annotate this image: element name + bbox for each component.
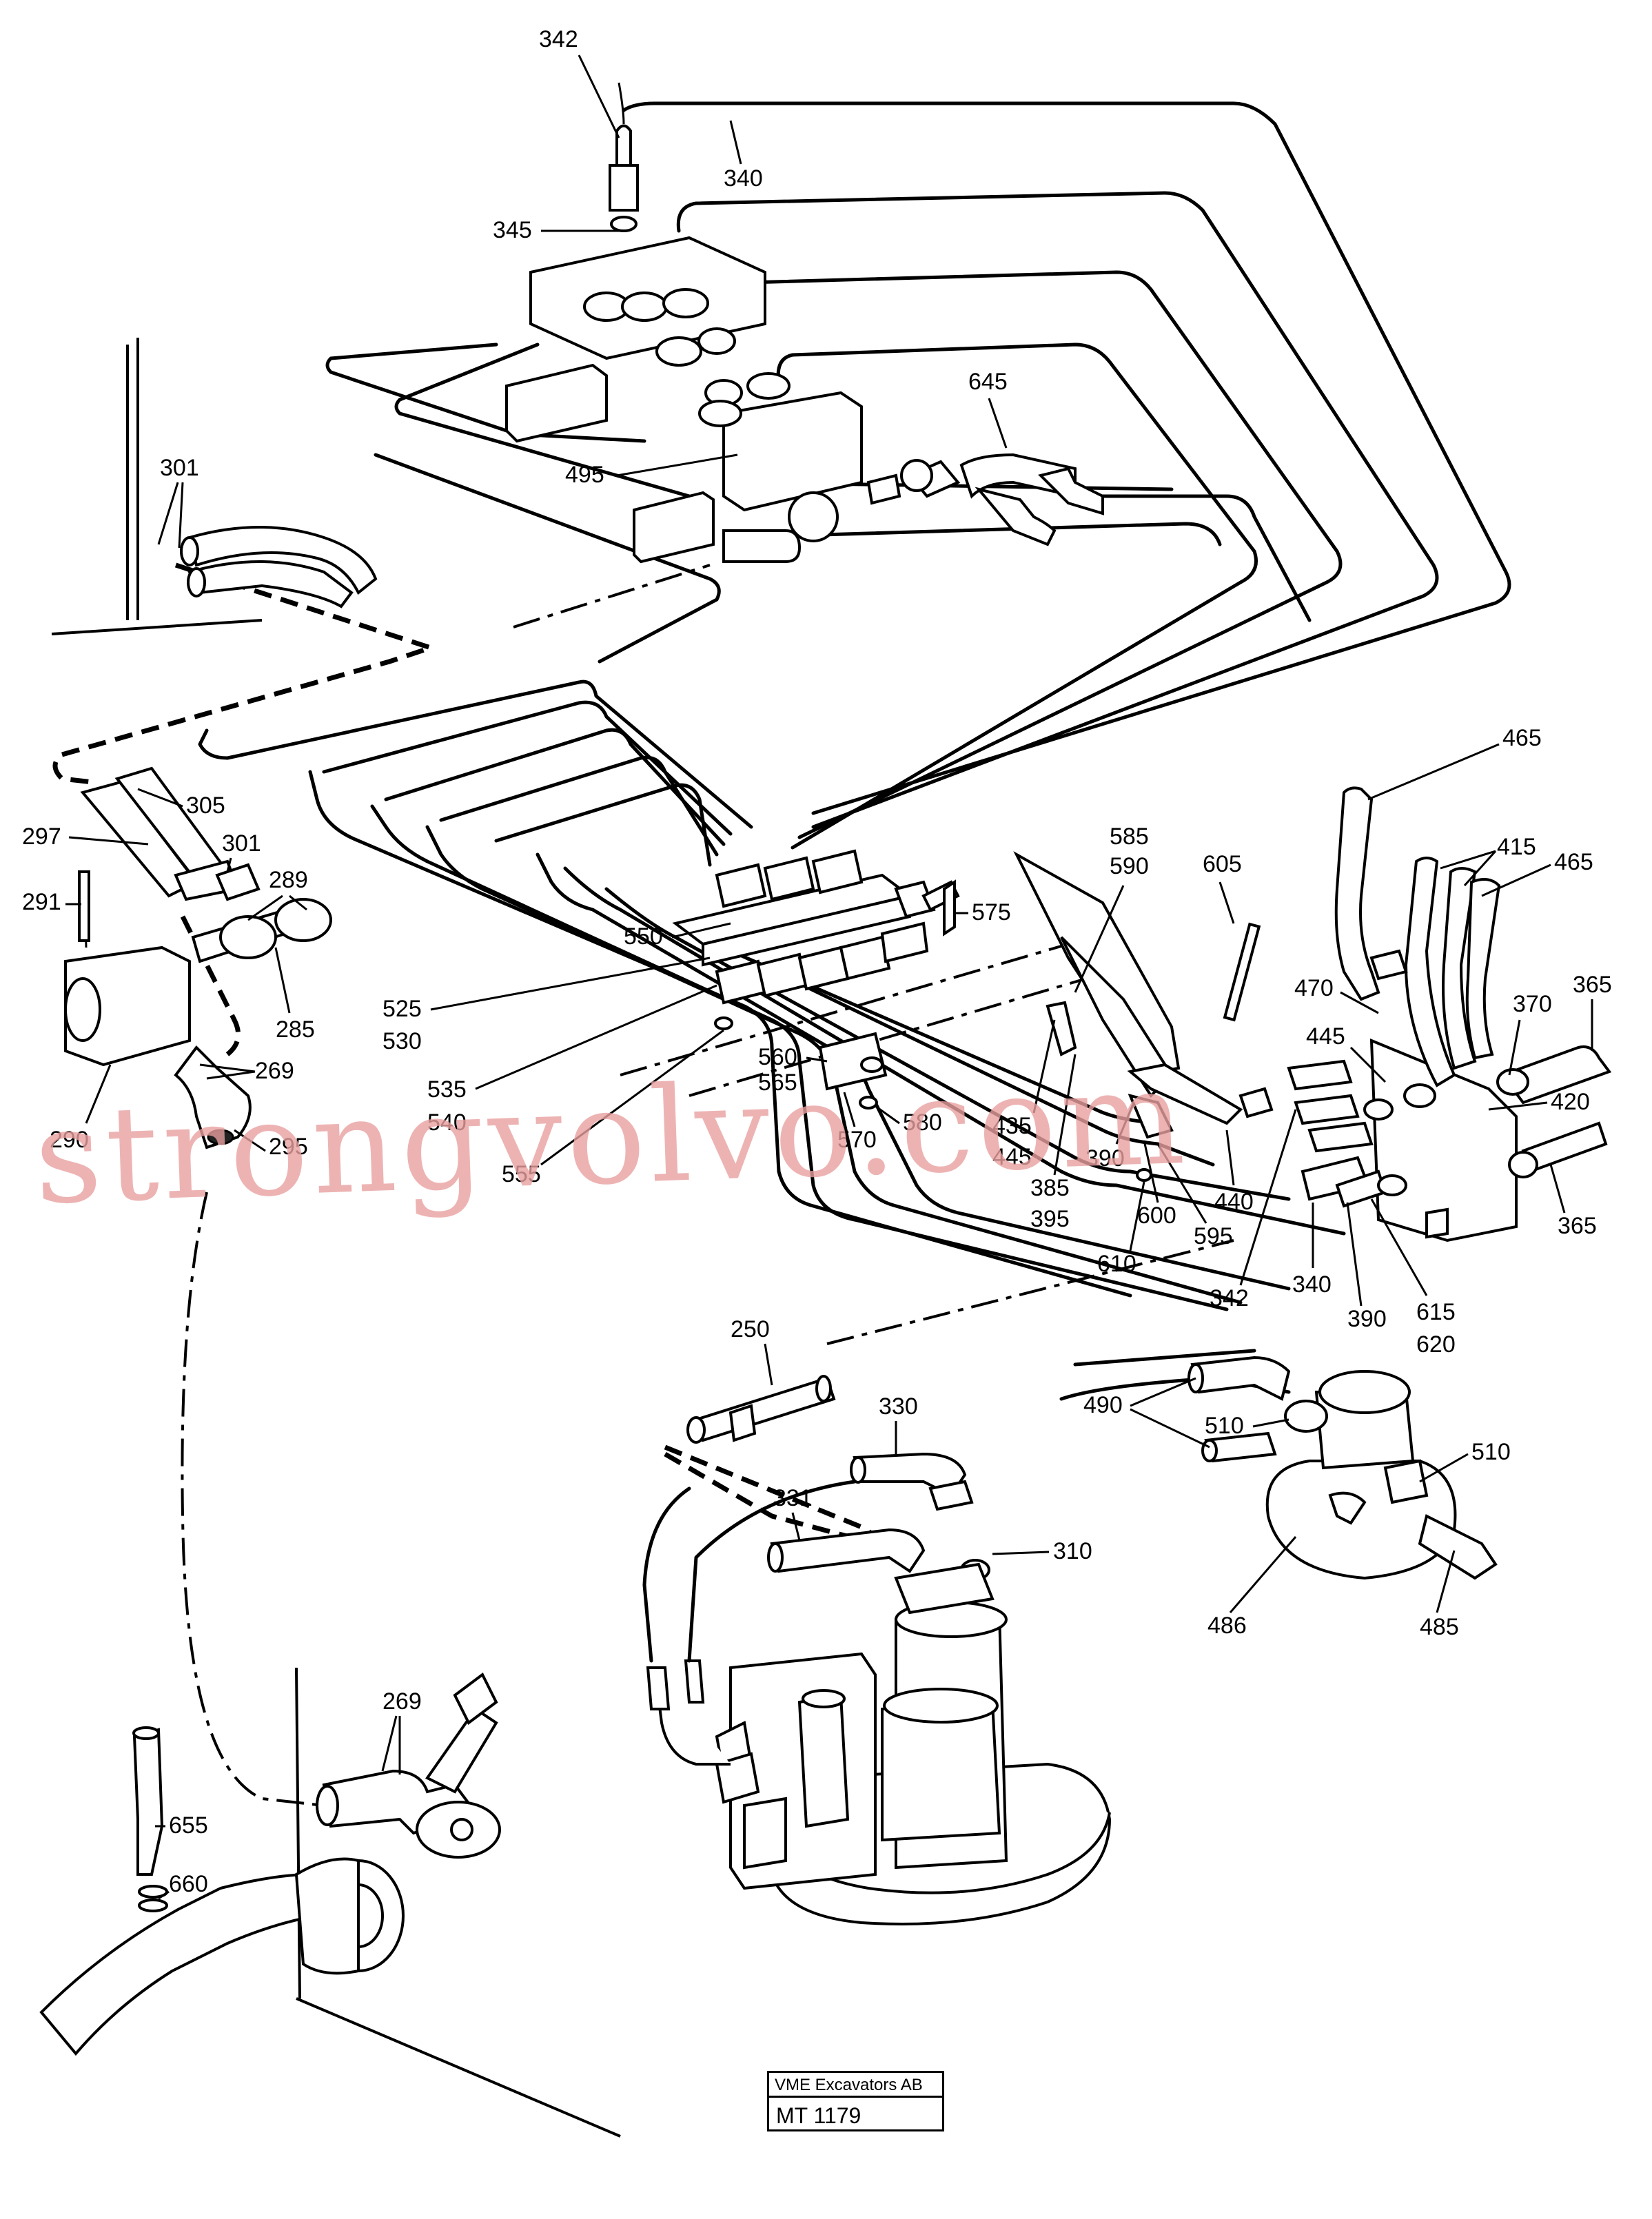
fitting-250 — [686, 1375, 836, 1444]
callout-510-left: 510 — [1205, 1413, 1244, 1439]
callout-390-mid: 390 — [1085, 1145, 1125, 1172]
callout-615: 615 — [1416, 1299, 1456, 1325]
right-valve-block-420 — [1287, 786, 1612, 1243]
callout-620: 620 — [1416, 1331, 1456, 1358]
callout-365-top: 365 — [1573, 972, 1612, 998]
callout-342-lower: 342 — [1210, 1285, 1249, 1311]
callout-645: 645 — [968, 369, 1008, 395]
title-block-company: VME Excavators AB — [769, 2073, 942, 2098]
callout-291: 291 — [22, 889, 61, 915]
callout-465-top: 465 — [1502, 725, 1542, 751]
callout-289: 289 — [269, 867, 308, 893]
callout-labels: 342 340 345 645 495 301 305 297 301 291 … — [22, 26, 1612, 1900]
callout-290: 290 — [50, 1127, 89, 1153]
callout-660: 660 — [169, 1871, 208, 1897]
callout-420: 420 — [1551, 1089, 1590, 1115]
callout-331: 331 — [773, 1485, 813, 1511]
callout-655: 655 — [169, 1812, 208, 1839]
callout-345: 345 — [493, 217, 532, 243]
callout-285: 285 — [276, 1016, 315, 1043]
callout-550: 550 — [624, 923, 663, 950]
callout-530: 530 — [383, 1028, 422, 1054]
callout-415: 415 — [1497, 834, 1536, 860]
callout-445-mid: 445 — [992, 1144, 1032, 1170]
callout-465-right: 465 — [1554, 849, 1593, 875]
callout-395: 395 — [1030, 1206, 1070, 1232]
callout-269-lower: 269 — [383, 1688, 422, 1715]
callout-440: 440 — [1214, 1189, 1254, 1215]
callout-250: 250 — [731, 1316, 770, 1342]
callout-585: 585 — [1110, 824, 1149, 850]
hoses-330-331 — [767, 1452, 990, 1581]
pressure-sensor-342 — [609, 82, 639, 232]
callout-365-lower: 365 — [1558, 1213, 1597, 1239]
callout-445-right: 445 — [1306, 1023, 1345, 1050]
hose-assembly-301 — [51, 338, 378, 635]
callout-525: 525 — [383, 996, 422, 1022]
control-valve-block — [505, 236, 901, 564]
swing-motor-assembly — [642, 1480, 1112, 1925]
callout-590: 590 — [1110, 853, 1149, 879]
callout-330: 330 — [879, 1393, 918, 1420]
callout-610: 610 — [1097, 1251, 1136, 1277]
callout-310: 310 — [1053, 1538, 1092, 1564]
callout-301-mid: 301 — [222, 830, 261, 857]
callout-301-top: 301 — [160, 455, 199, 481]
callout-435: 435 — [992, 1113, 1032, 1139]
callout-305: 305 — [186, 792, 225, 819]
callout-560: 560 — [758, 1044, 797, 1070]
left-valve-block-290 — [64, 766, 332, 1149]
callout-555: 555 — [502, 1161, 541, 1187]
callout-510-right: 510 — [1471, 1439, 1511, 1465]
callout-390-lower: 390 — [1347, 1306, 1387, 1332]
callout-540: 540 — [427, 1110, 467, 1136]
callout-570: 570 — [837, 1127, 877, 1153]
callout-600: 600 — [1137, 1203, 1176, 1229]
callout-490: 490 — [1083, 1392, 1123, 1418]
title-block: VME Excavators AB MT 1179 — [767, 2071, 944, 2131]
callout-580: 580 — [903, 1110, 942, 1136]
callout-342: 342 — [539, 26, 578, 52]
callout-535: 535 — [427, 1076, 467, 1103]
callout-269-mid: 269 — [255, 1058, 294, 1084]
callout-495: 495 — [565, 462, 604, 488]
title-block-drawing-number: MT 1179 — [776, 2103, 861, 2128]
callout-385: 385 — [1030, 1175, 1070, 1201]
callout-595: 595 — [1194, 1223, 1233, 1249]
callout-470: 470 — [1294, 975, 1334, 1001]
callout-485: 485 — [1420, 1614, 1459, 1640]
dashed-hoses — [52, 562, 1234, 1807]
hose-fitting-645 — [900, 453, 1104, 546]
lower-left-pipework — [39, 1667, 621, 2138]
callout-370: 370 — [1513, 991, 1552, 1017]
callout-575: 575 — [972, 899, 1011, 926]
callout-565: 565 — [758, 1070, 797, 1096]
swivel-joint-485 — [1187, 1356, 1498, 1580]
callout-486: 486 — [1207, 1613, 1247, 1639]
manifold-550 — [672, 849, 960, 1110]
callout-295: 295 — [269, 1134, 308, 1160]
callout-297: 297 — [22, 824, 61, 850]
callout-340: 340 — [724, 165, 763, 192]
callout-605: 605 — [1203, 851, 1242, 877]
callout-340-lower: 340 — [1292, 1271, 1332, 1298]
